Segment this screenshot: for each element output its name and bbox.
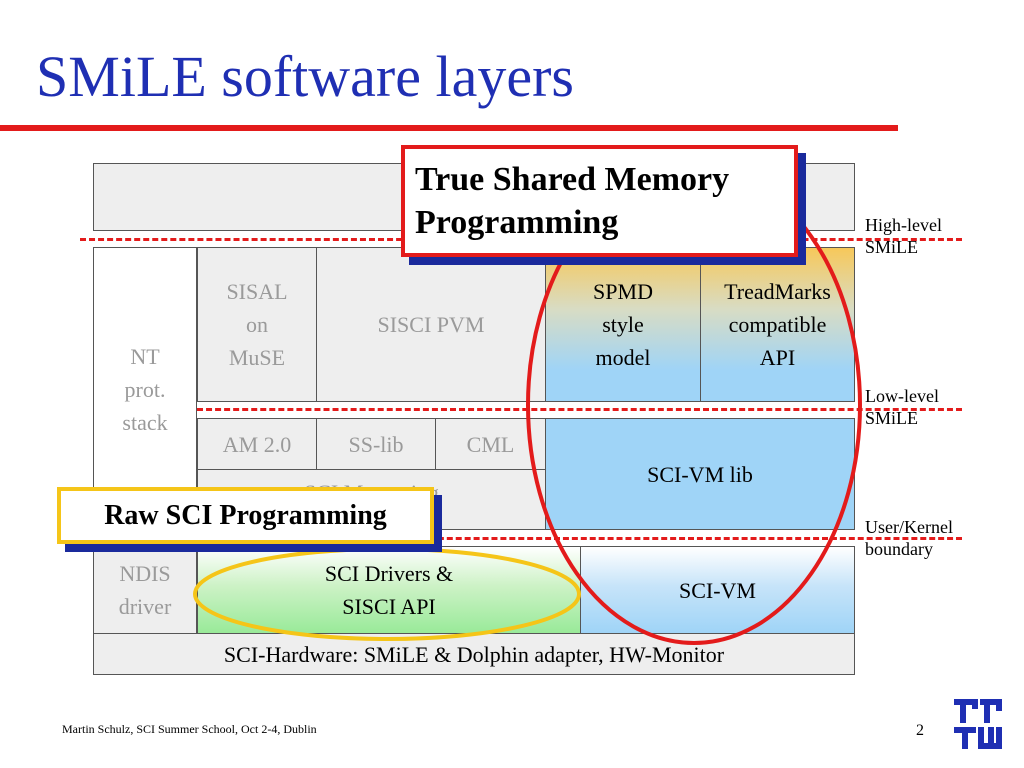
title-underline <box>0 125 898 131</box>
raw-sci-programming-callout: Raw SCI Programming <box>57 487 434 544</box>
am-box: AM 2.0 <box>197 418 317 470</box>
footer-author: Martin Schulz, SCI Summer School, Oct 2-… <box>62 722 317 736</box>
nt-protocol-stack-box: NT prot. stack <box>93 247 197 532</box>
sisci-pvm-box: SISCI PVM <box>316 247 546 402</box>
treadmarks-api-box: TreadMarks compatible API <box>700 247 855 402</box>
low-level-boundary-line <box>197 408 962 411</box>
scivm-box: SCI-VM <box>580 546 855 634</box>
user-kernel-boundary-line <box>420 537 962 540</box>
low-level-smile-label: Low-level SMiLE <box>865 386 939 428</box>
sslib-box: SS-lib <box>316 418 436 470</box>
sisal-muse-box: SISAL on MuSE <box>197 247 317 402</box>
raw-sci-ellipse <box>193 547 581 641</box>
sci-hardware-box: SCI-Hardware: SMiLE & Dolphin adapter, H… <box>93 633 855 675</box>
true-shared-memory-callout: True Shared Memory Programming <box>401 145 798 257</box>
page-number: 2 <box>916 722 924 739</box>
tum-logo <box>954 699 1002 749</box>
high-level-smile-label: High-level SMiLE <box>865 215 942 257</box>
slide-title: SMiLE software layers <box>36 44 574 109</box>
user-kernel-boundary-label: User/Kernel boundary <box>865 517 953 559</box>
scivm-lib-box: SCI-VM lib <box>545 418 855 530</box>
ndis-driver-box: NDIS driver <box>93 546 197 634</box>
